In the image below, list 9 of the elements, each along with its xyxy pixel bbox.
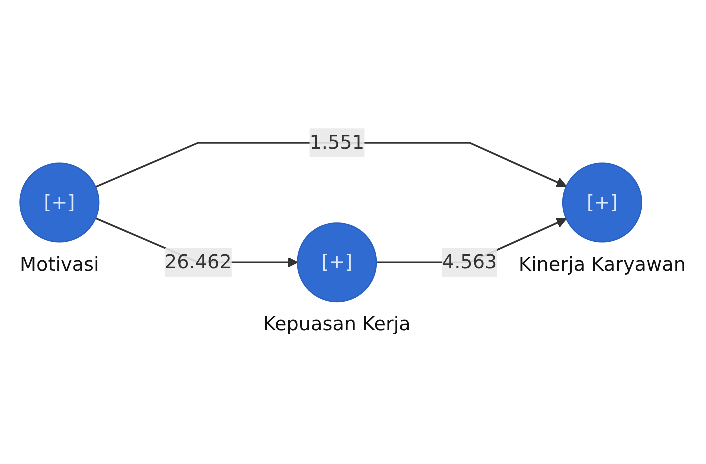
expand-marker: [+] bbox=[44, 190, 76, 216]
construct-name: Motivasi bbox=[20, 252, 100, 276]
expand-marker: [+] bbox=[586, 190, 618, 216]
expand-marker: [+] bbox=[322, 250, 353, 276]
construct-name: Kinerja Karyawan bbox=[518, 252, 686, 276]
path-coefficient: 26.462 bbox=[164, 248, 232, 277]
path-coefficient: 4.563 bbox=[442, 248, 498, 277]
construct-name: Kepuasan Kerja bbox=[263, 312, 411, 336]
path-coefficient: 1.551 bbox=[310, 128, 365, 158]
